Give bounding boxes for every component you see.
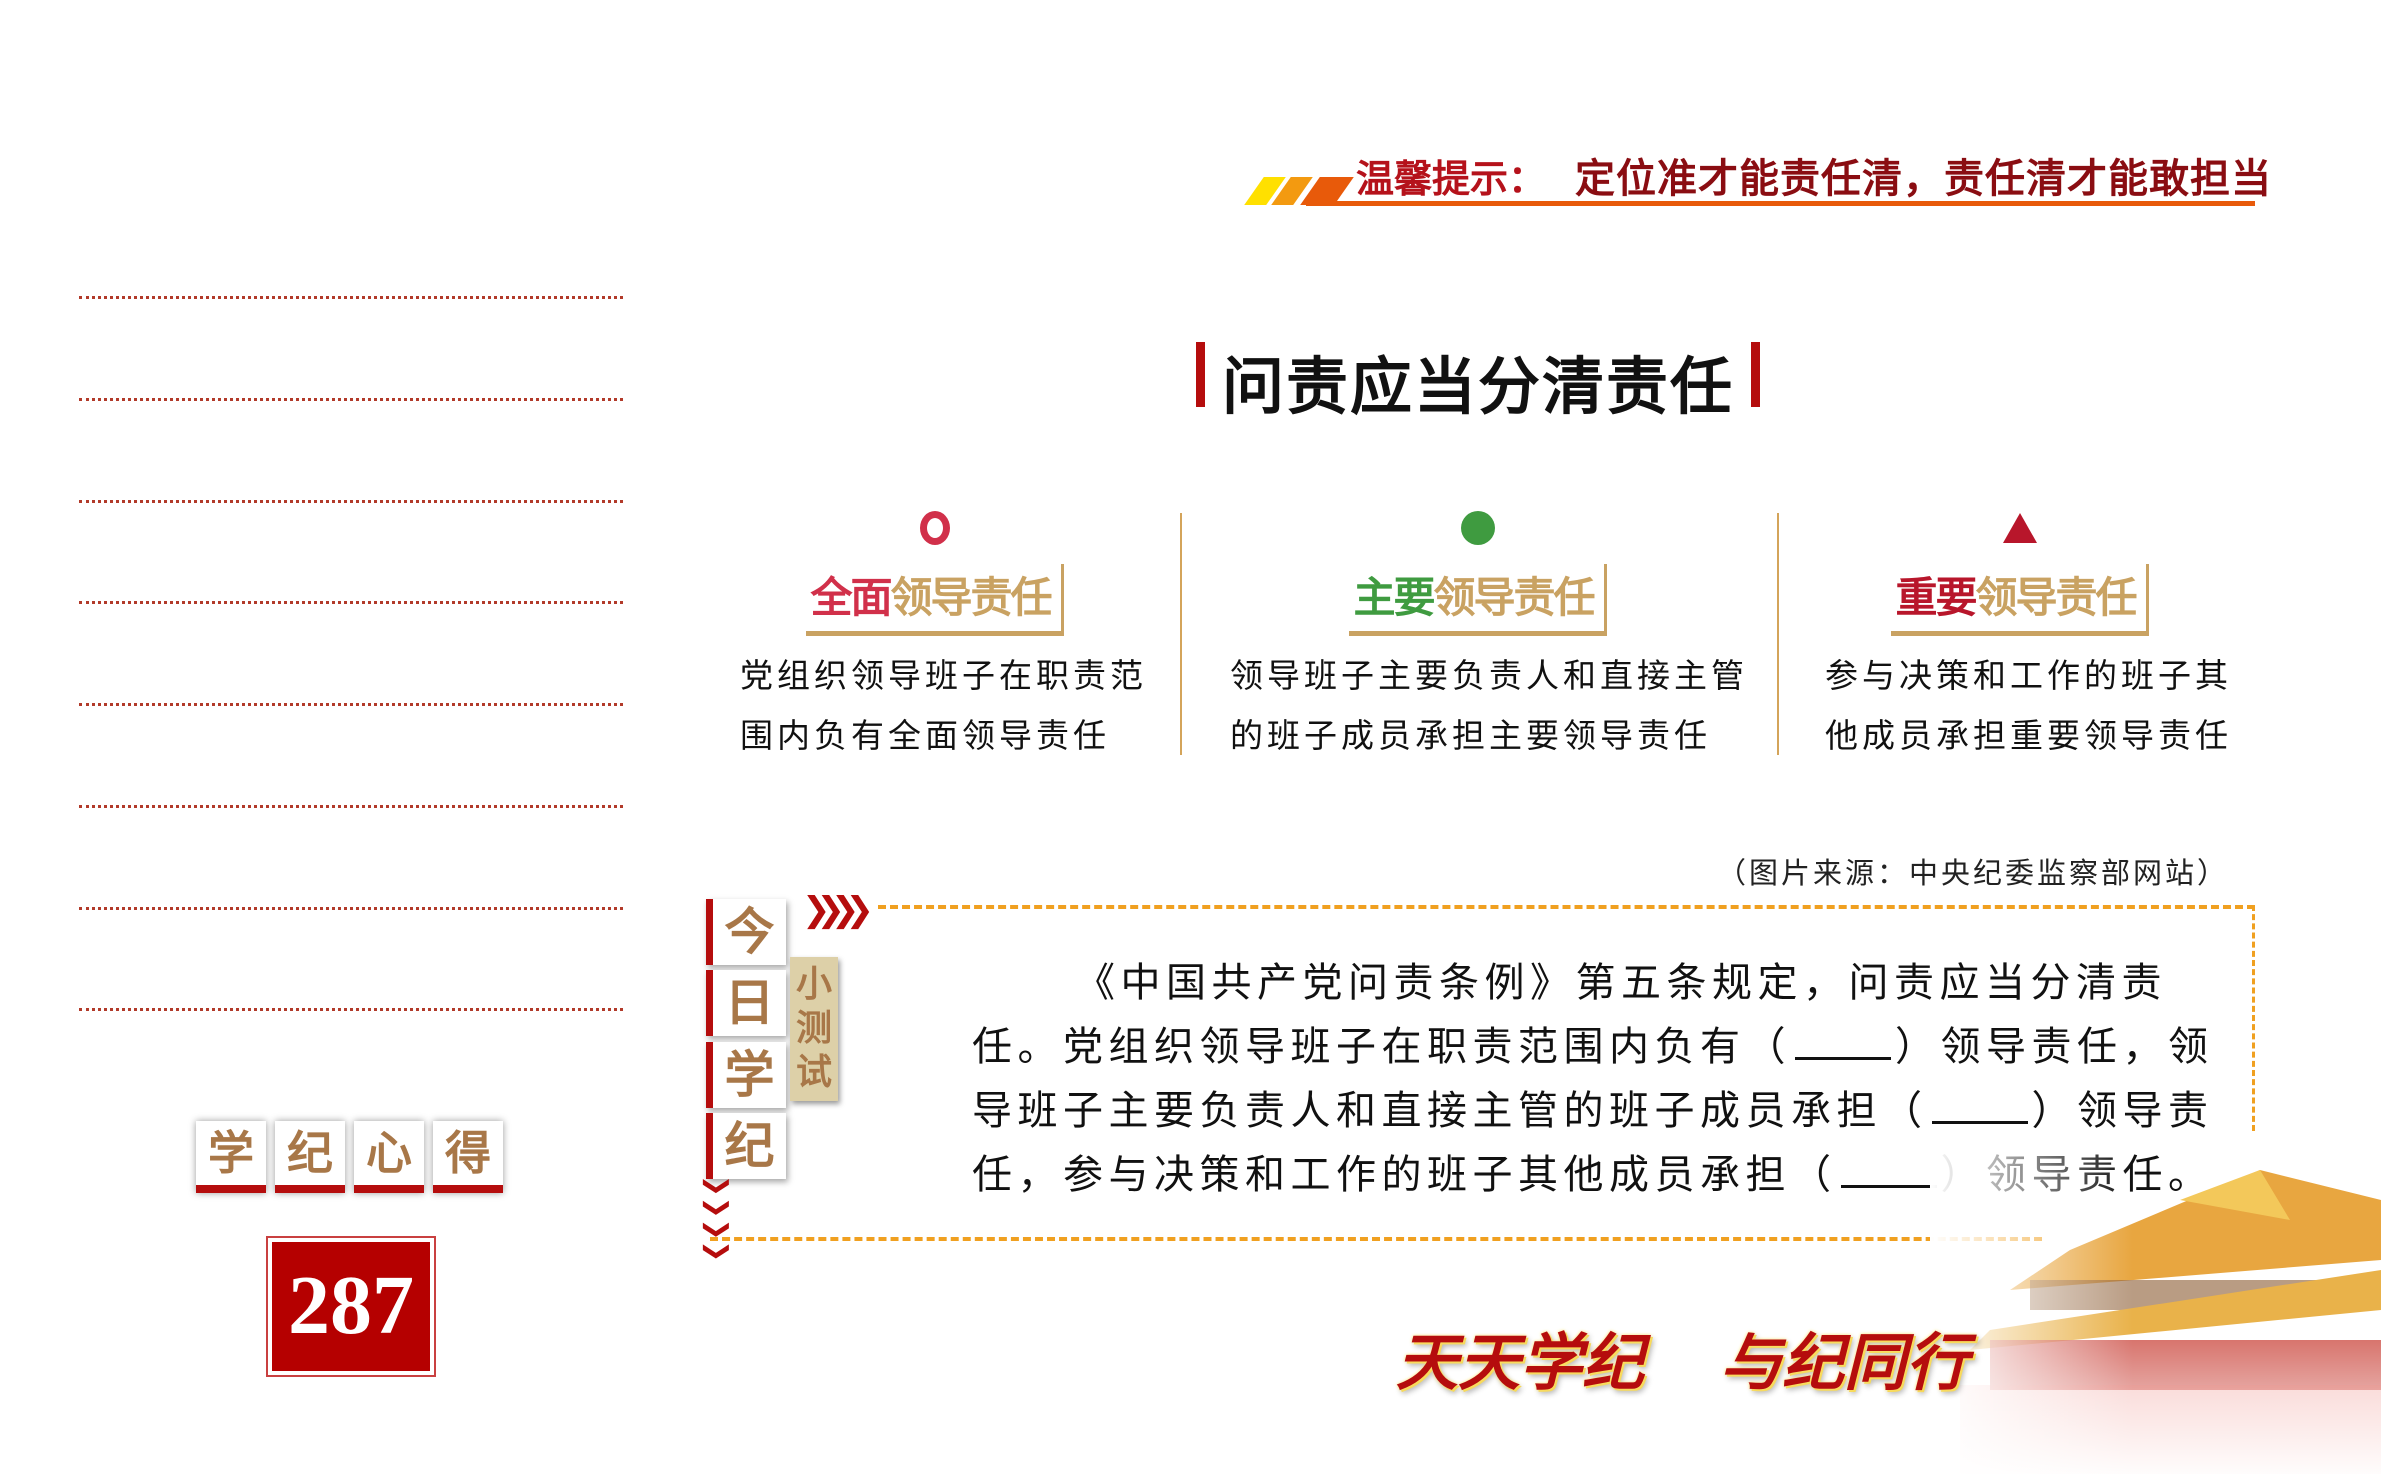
quiz-text: 导班子主要负责人和直接主管的班子成员承担（ bbox=[972, 1088, 1928, 1134]
quiz-text: ）领导责 bbox=[2031, 1088, 2214, 1134]
title-bar-left bbox=[1196, 342, 1205, 407]
heading-suffix: 领导责任 bbox=[890, 573, 1053, 622]
heading-tile: 心 bbox=[354, 1121, 424, 1193]
daily-tag: 今 bbox=[706, 899, 786, 965]
quiz-text: ）领导责任。 bbox=[1940, 1152, 2214, 1198]
answer-blank[interactable] bbox=[1840, 1150, 1937, 1188]
quiz-line: 任。党组织领导班子在职责范围内负有（ ）领导责任，领 bbox=[972, 1014, 2214, 1072]
daily-tag: 纪 bbox=[706, 1113, 786, 1179]
slogan-right: 与纪同行 bbox=[1720, 1326, 1969, 1399]
body-line: 党组织领导班子在职责范 bbox=[740, 656, 1147, 695]
dashed-border bbox=[2252, 905, 2255, 1131]
triangle-icon bbox=[1760, 510, 2280, 546]
heading-tile: 得 bbox=[433, 1121, 503, 1193]
column-heading: 全面领导责任 bbox=[806, 564, 1064, 636]
column-important-leadership: 重要领导责任 bbox=[1760, 510, 2280, 636]
quiz-line: 导班子主要负责人和直接主管的班子成员承担（ ）领导责 bbox=[972, 1078, 2214, 1136]
quiz-tag-char: 测 bbox=[795, 1008, 832, 1049]
chevron-right-icon: ❯❯❯❯ bbox=[802, 890, 874, 930]
quiz-line: 《中国共产党问责条例》第五条规定，问责应当分清责 bbox=[1075, 950, 2167, 1008]
dashed-border bbox=[710, 1237, 2042, 1241]
quiz-tag-char: 试 bbox=[795, 1052, 832, 1093]
answer-blank[interactable] bbox=[1931, 1086, 2028, 1124]
body-line: 的班子成员承担主要领导责任 bbox=[1230, 716, 1711, 755]
column-divider bbox=[1180, 513, 1182, 755]
body-line: 围内负有全面领导责任 bbox=[740, 716, 1110, 755]
quiz-text: 任，参与决策和工作的班子其他成员承担（ bbox=[972, 1152, 1837, 1198]
answer-blank[interactable] bbox=[1795, 1022, 1891, 1060]
body-line: 领导班子主要负责人和直接主管 bbox=[1230, 656, 1748, 695]
tip-underline bbox=[1306, 201, 2255, 206]
heading-suffix: 领导责任 bbox=[1433, 573, 1596, 622]
quiz-line: 任，参与决策和工作的班子其他成员承担（ ）领导责任。 bbox=[972, 1142, 2214, 1200]
note-line bbox=[79, 500, 623, 503]
chevron-down-icon: ❯❯❯❯ bbox=[702, 1175, 732, 1263]
heading-tile: 纪 bbox=[275, 1121, 345, 1193]
issue-number-box: 287 bbox=[266, 1236, 436, 1377]
heading-prefix: 全面 bbox=[810, 573, 892, 622]
slogan-left: 天天学纪 bbox=[1396, 1326, 1645, 1399]
heading-tile: 学 bbox=[196, 1121, 266, 1193]
solid-circle-icon bbox=[1218, 510, 1738, 546]
issue-number: 287 bbox=[272, 1242, 430, 1371]
quiz-tag: 小测试 bbox=[790, 957, 838, 1101]
body-line: 参与决策和工作的班子其 bbox=[1825, 656, 2232, 695]
heading-prefix: 主要 bbox=[1353, 573, 1435, 622]
quiz-text: 任。党组织领导班子在职责范围内负有（ bbox=[972, 1024, 1791, 1070]
note-line bbox=[79, 907, 623, 910]
tip-label: 温馨提示： bbox=[1356, 157, 1547, 201]
quiz-text: ）领导责任，领 bbox=[1895, 1024, 2214, 1070]
dashed-border bbox=[878, 905, 2255, 909]
title-bar-right bbox=[1751, 342, 1760, 407]
column-heading: 主要领导责任 bbox=[1349, 564, 1607, 636]
daily-tag: 学 bbox=[706, 1042, 786, 1108]
tip-text: 定位准才能责任清，责任清才能敢担当 bbox=[1575, 156, 2272, 202]
heading-prefix: 重要 bbox=[1895, 573, 1977, 622]
quiz-text: 《中国共产党问责条例》第五条规定，问责应当分清责 bbox=[1075, 960, 2167, 1006]
page-title: 问责应当分清责任 bbox=[1222, 350, 1735, 423]
quiz-tag-char: 小 bbox=[795, 964, 832, 1005]
note-line bbox=[79, 805, 623, 808]
note-line bbox=[79, 601, 623, 604]
column-body: 党组织领导班子在职责范围内负有全面领导责任 bbox=[740, 646, 1147, 766]
body-line: 他成员承担重要领导责任 bbox=[1825, 716, 2232, 755]
hollow-circle-icon bbox=[675, 510, 1195, 546]
note-line bbox=[79, 296, 623, 299]
column-full-leadership: 全面领导责任 bbox=[675, 510, 1195, 636]
heading-suffix: 领导责任 bbox=[1975, 573, 2138, 622]
column-heading: 重要领导责任 bbox=[1891, 564, 2149, 636]
column-body: 领导班子主要负责人和直接主管的班子成员承担主要领导责任 bbox=[1230, 646, 1748, 766]
daily-tag: 日 bbox=[706, 970, 786, 1036]
note-line bbox=[79, 398, 623, 401]
image-source: （图片来源：中央纪委监察部网站） bbox=[1716, 856, 2229, 890]
column-divider bbox=[1777, 513, 1779, 755]
column-main-leadership: 主要领导责任 bbox=[1218, 510, 1738, 636]
column-body: 参与决策和工作的班子其他成员承担重要领导责任 bbox=[1825, 646, 2232, 766]
note-line bbox=[79, 703, 623, 706]
note-line bbox=[79, 1008, 623, 1011]
